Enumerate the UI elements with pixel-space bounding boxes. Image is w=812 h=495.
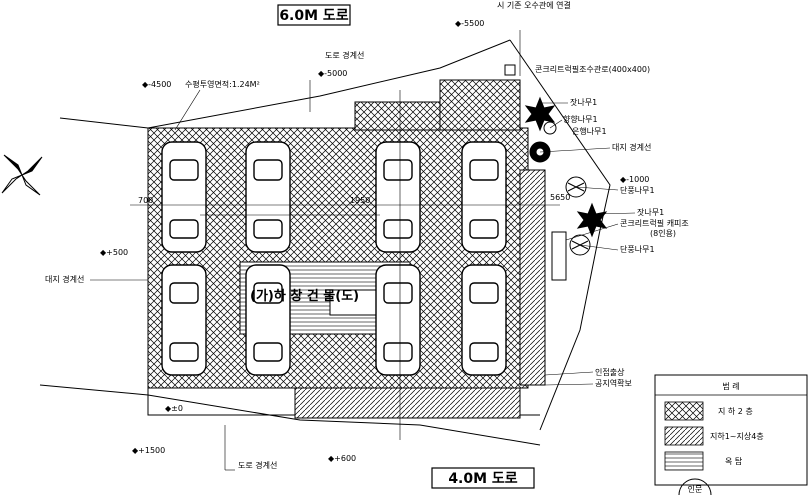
label-building-name: (가)하 창 건 물(도) [250, 288, 359, 304]
label-bench-count: (8인용) [650, 228, 676, 238]
label-dim-5650: 5650 [550, 193, 570, 202]
left-site-boundary [59, 117, 149, 129]
label-site-boundary-left: 대지 경계선 [45, 274, 84, 284]
car-6 [245, 264, 291, 376]
legend-item-label: 지하1~지상4층 [710, 431, 764, 441]
car-2 [245, 141, 291, 253]
label-dim-1950: 1950 [350, 196, 370, 205]
manhole-box [504, 64, 516, 76]
top-road-box: 6.0M 도로 [277, 4, 351, 26]
legend-title: 범 례 [722, 381, 739, 391]
label-level-4500-b: ◆-4500 [142, 80, 171, 89]
label-maple-1: 단풍나무1 [620, 185, 655, 195]
legend-item-main: 지하1~지상4층 [664, 426, 764, 446]
label-level-0: ◆±0 [165, 404, 183, 413]
landscape-trees [504, 64, 608, 281]
car-5 [161, 264, 207, 376]
bottom-road-box: 4.0M 도로 [431, 467, 535, 489]
north-arrow-icon [1, 154, 43, 196]
legend: 범 례 지 하 2 층 지하1~지상4층 옥 탑 [654, 374, 808, 486]
legend-item-label: 지 하 2 층 [718, 406, 753, 416]
label-pine-1: 잣나무1 [570, 97, 597, 107]
label-level-5000: ◆-5000 [318, 69, 347, 78]
dimension-lines [130, 30, 560, 471]
label-drain-note: 시 기존 오수관에 연결 [497, 0, 571, 10]
label-level-5500: ◆-5500 [455, 19, 484, 28]
label-level-1000: ◆-1000 [620, 175, 649, 184]
pine-tree-icon-2 [576, 202, 608, 238]
legend-item-b2: 지 하 2 층 [664, 401, 753, 421]
approval-stamp: 인문 [678, 478, 712, 495]
car-8 [461, 264, 507, 376]
label-tree-small-1: 향향나무1 [563, 115, 598, 124]
annotation-labels: ◆-5500 시 기존 오수관에 연결 도로 경계선 ◆-4500 수평투영면적… [45, 0, 689, 470]
car-1 [161, 141, 207, 253]
legend-item-label: 옥 탑 [725, 457, 743, 466]
bench [551, 231, 567, 281]
bottom-road-boundary [39, 384, 541, 446]
label-level-1500: ◆+1500 [132, 446, 165, 455]
right-site-boundary [509, 39, 611, 431]
legend-item-rooftop: 옥 탑 [664, 451, 743, 471]
car-7 [375, 264, 421, 376]
stamp-label: 인문 [688, 484, 703, 494]
car-3 [375, 141, 421, 253]
label-road-boundary-bottom: 도로 경계선 [238, 460, 277, 470]
label-maple-2: 단풍나무1 [620, 244, 655, 254]
label-level-600: ◆+600 [328, 454, 356, 463]
label-level-500: ◆+500 [100, 248, 128, 257]
bottom-road-label: 4.0M 도로 [448, 471, 517, 487]
label-tree-small-2: 은행나무1 [572, 126, 607, 136]
main-building-area [294, 169, 546, 419]
top-road-boundary [147, 39, 511, 129]
label-site-boundary-right: 대지 경계선 [612, 142, 651, 152]
label-dim-700: 700 [138, 196, 153, 205]
label-pine-2: 잣나무1 [637, 207, 664, 217]
pine-tree-icon [524, 96, 556, 132]
label-manhole: 콘크리트럭필조수관로(400x400) [535, 64, 650, 74]
top-road-label: 6.0M 도로 [279, 8, 348, 24]
parking-cars [161, 141, 507, 376]
label-bench: 콘크리트럭필 캐피조 [620, 218, 689, 228]
label-retaining-top: 인접출상 [595, 367, 625, 377]
label-retaining-bottom: 공지역확보 [595, 378, 632, 388]
label-permeable-area: 수평투영면적:1.24M² [185, 79, 260, 89]
label-road-boundary-top: 도로 경계선 [325, 50, 364, 60]
leader-lines [90, 89, 636, 386]
car-4 [461, 141, 507, 253]
